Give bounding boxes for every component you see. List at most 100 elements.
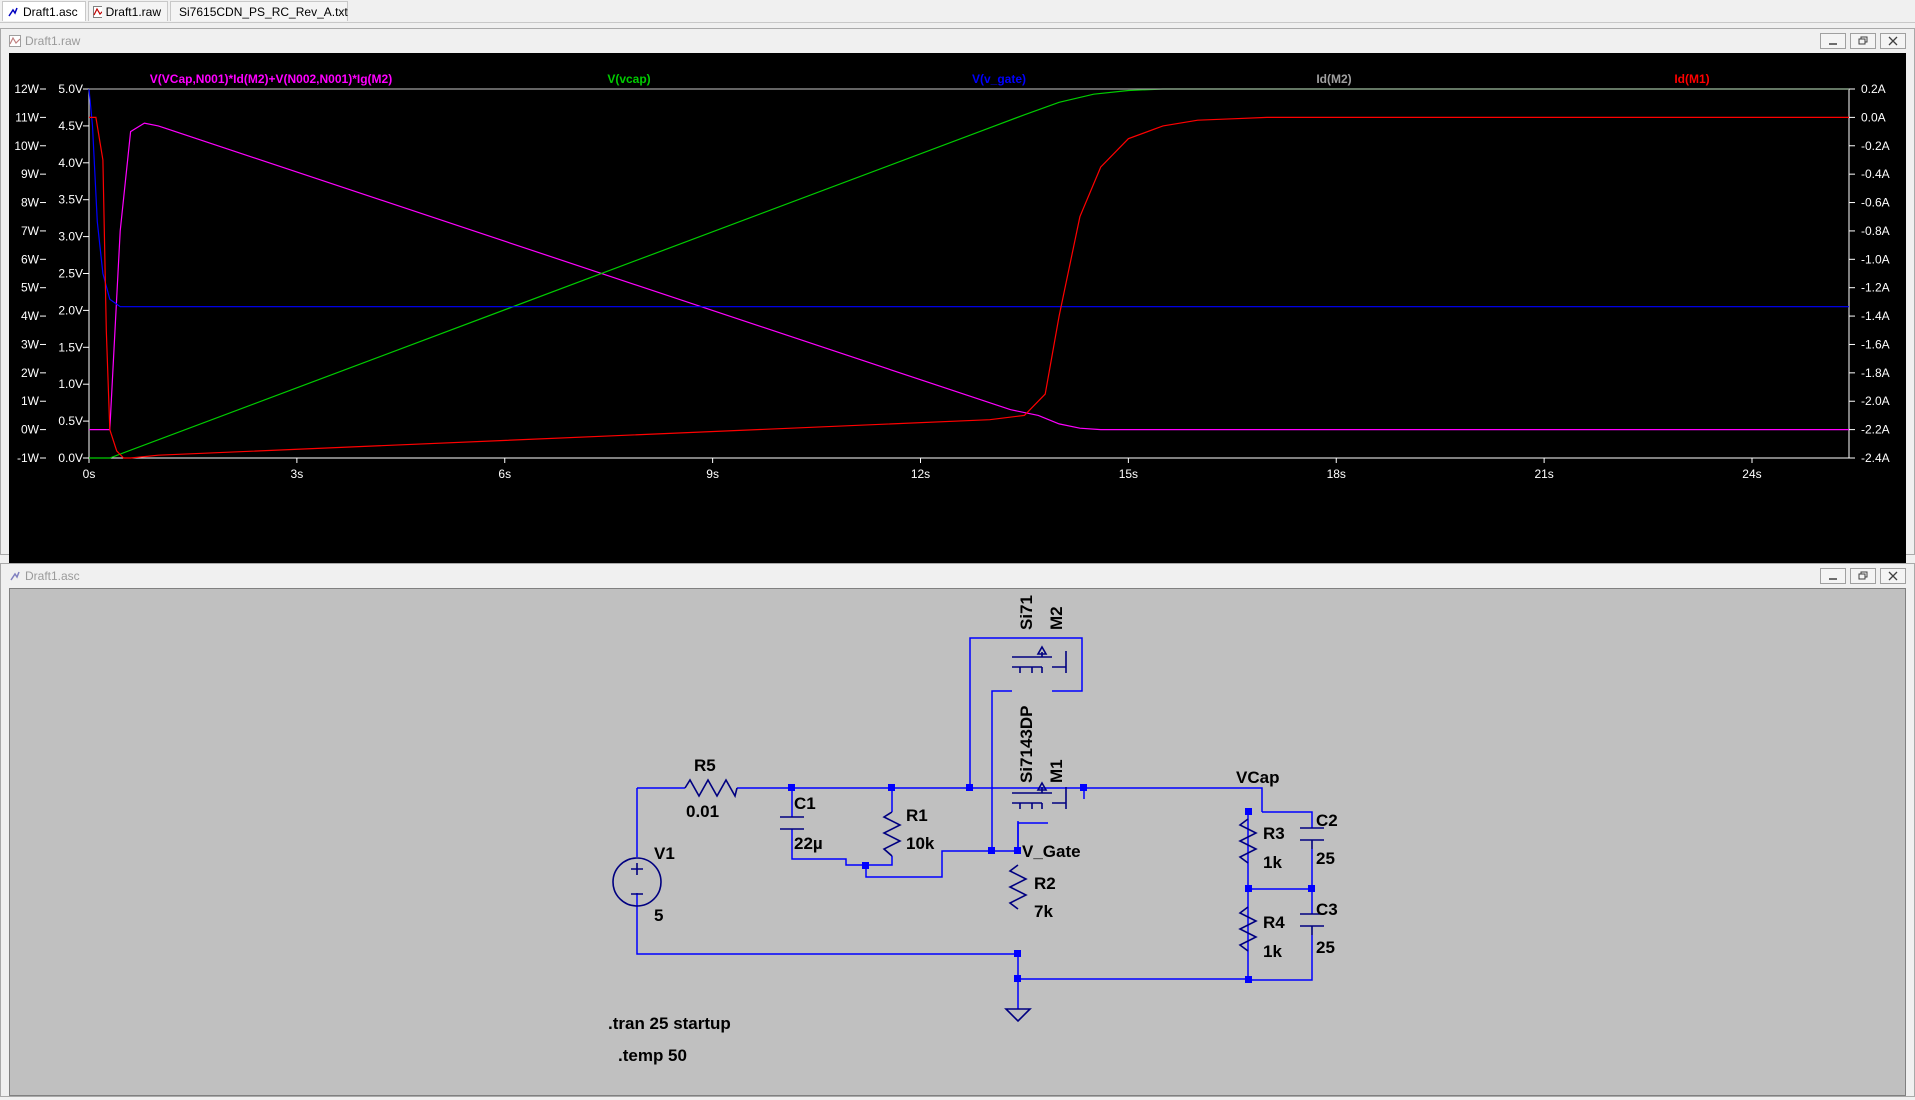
y-tick-label-V: 1.0V — [58, 377, 83, 391]
legend-v-v-gate-[interactable]: V(v_gate) — [972, 72, 1026, 86]
r4-name: R4 — [1263, 913, 1285, 932]
y-tick-label-V: 2.5V — [58, 267, 83, 281]
x-tick-label: 18s — [1327, 467, 1346, 481]
tab-label: Draft1.raw — [105, 4, 161, 19]
schematic-window[interactable]: Draft1.asc — [0, 563, 1915, 1097]
v-gate-label: V_Gate — [1022, 842, 1081, 861]
close-button[interactable] — [1880, 568, 1906, 584]
window-title: Draft1.raw — [25, 34, 81, 48]
waveform-icon — [9, 35, 21, 47]
r1-symbol — [882, 811, 902, 857]
y-tick-label-A: -0.4A — [1861, 167, 1890, 181]
y-tick-label-A: -1.4A — [1861, 309, 1890, 323]
m2-model: Si71 — [1017, 595, 1036, 630]
y-tick-label-A: -1.8A — [1861, 366, 1890, 380]
r3-name: R3 — [1263, 824, 1285, 843]
waveform-icon — [93, 5, 102, 18]
r4-value: 1k — [1263, 942, 1282, 961]
y-tick-label-A: -1.2A — [1861, 281, 1890, 295]
x-tick-label: 3s — [291, 467, 304, 481]
y-tick-label-V: 4.5V — [58, 119, 83, 133]
y-tick-label-W: 3W — [21, 337, 40, 351]
r3-value: 1k — [1263, 853, 1282, 872]
y-tick-label-V: 4.0V — [58, 156, 83, 170]
y-tick-label-A: -2.0A — [1861, 394, 1890, 408]
y-tick-label-A: -0.6A — [1861, 196, 1890, 210]
schematic-canvas[interactable]: R5 0.01 C1 22µ R1 10k V1 5 R2 7k V_Gate … — [9, 588, 1906, 1096]
legend-id-m2-[interactable]: Id(M2) — [1316, 72, 1351, 86]
y-tick-label-W: 10W — [14, 139, 39, 153]
c2-symbol — [1300, 827, 1324, 849]
v1-name: V1 — [654, 844, 675, 863]
y-tick-label-V: 3.0V — [58, 230, 83, 244]
tran-directive[interactable]: .tran 25 startup — [608, 1014, 731, 1033]
c1-symbol — [780, 816, 804, 830]
r5-value: 0.01 — [686, 802, 719, 821]
tab-draft1-raw[interactable]: Draft1.raw — [88, 1, 168, 21]
r2-symbol — [1008, 864, 1028, 910]
schematic-symbols[interactable] — [612, 645, 1324, 1023]
r1-name: R1 — [906, 806, 928, 825]
schematic-drawing[interactable]: R5 0.01 C1 22µ R1 10k V1 5 R2 7k V_Gate … — [10, 589, 1905, 1095]
y-tick-label-W: 9W — [21, 167, 40, 181]
y-tick-label-A: -1.6A — [1861, 337, 1890, 351]
close-button[interactable] — [1880, 33, 1906, 49]
y-tick-label-W: 2W — [21, 366, 40, 380]
schematic-wires[interactable] — [636, 637, 1313, 1009]
schematic-icon — [8, 7, 18, 16]
minimize-button[interactable] — [1820, 568, 1846, 584]
c3-symbol — [1300, 913, 1324, 935]
window-title: Draft1.asc — [25, 569, 80, 583]
tab-draft1-asc[interactable]: Draft1.asc — [2, 1, 86, 21]
y-tick-label-A: -0.8A — [1861, 224, 1890, 238]
r2-name: R2 — [1034, 874, 1056, 893]
plot-legend[interactable]: V(VCap,N001)*Id(M2)+V(N002,N001)*Ig(M2) V… — [150, 72, 1710, 86]
y-tick-label-W: -1W — [17, 451, 40, 465]
x-tick-label: 9s — [706, 467, 719, 481]
y-tick-label-W: 0W — [21, 423, 40, 437]
v1-value: 5 — [654, 906, 663, 925]
r5-symbol — [684, 778, 738, 799]
waveform-window-titlebar[interactable]: Draft1.raw — [1, 29, 1914, 53]
schematic-window-titlebar[interactable]: Draft1.asc — [1, 564, 1914, 588]
r5-name: R5 — [694, 756, 716, 775]
trace-v-vcap-n001-id-m2-v-n002-n001-ig-m2-[interactable] — [89, 122, 1849, 431]
restore-icon — [1858, 36, 1868, 45]
close-icon — [1888, 36, 1898, 46]
y-tick-label-A: -0.2A — [1861, 139, 1890, 153]
m1-symbol — [1012, 781, 1067, 809]
y-tick-label-V: 2.0V — [58, 303, 83, 317]
y-tick-label-W: 11W — [15, 110, 39, 124]
restore-button[interactable] — [1850, 568, 1876, 584]
r3-symbol — [1238, 818, 1258, 864]
x-tick-label: 15s — [1119, 467, 1138, 481]
legend-v-vcap-[interactable]: V(vcap) — [607, 72, 650, 86]
y-tick-label-V: 0.0V — [58, 451, 83, 465]
r2-value: 7k — [1034, 902, 1053, 921]
r1-value: 10k — [906, 834, 935, 853]
m1-model: Si7143DP — [1017, 706, 1036, 784]
minimize-icon — [1829, 43, 1837, 45]
tab-label: Draft1.asc — [23, 4, 78, 19]
y-tick-label-A: -2.4A — [1861, 451, 1890, 465]
trace-v-v-gate-[interactable] — [88, 88, 1849, 308]
legend-v-vcap-n001-id-m2-v-n002-n001-ig-m2-[interactable]: V(VCap,N001)*Id(M2)+V(N002,N001)*Ig(M2) — [150, 72, 392, 86]
minimize-icon — [1829, 578, 1837, 580]
c3-name: C3 — [1316, 900, 1338, 919]
minimize-button[interactable] — [1820, 33, 1846, 49]
legend-id-m1-[interactable]: Id(M1) — [1674, 72, 1709, 86]
y-tick-label-A: 0.2A — [1861, 82, 1886, 96]
restore-button[interactable] — [1850, 33, 1876, 49]
c2-value: 25 — [1316, 849, 1335, 868]
y-tick-label-W: 1W — [21, 394, 40, 408]
m2-symbol — [1012, 645, 1067, 673]
r4-symbol — [1238, 906, 1258, 952]
temp-directive[interactable]: .temp 50 — [618, 1046, 687, 1065]
trace-v-vcap-[interactable] — [89, 88, 1849, 459]
trace-id-m1-[interactable] — [89, 116, 1849, 459]
tab-si7615cdn-txt[interactable]: Si7615CDN_PS_RC_Rev_A.txt — [170, 1, 348, 21]
x-tick-label: 24s — [1742, 467, 1761, 481]
